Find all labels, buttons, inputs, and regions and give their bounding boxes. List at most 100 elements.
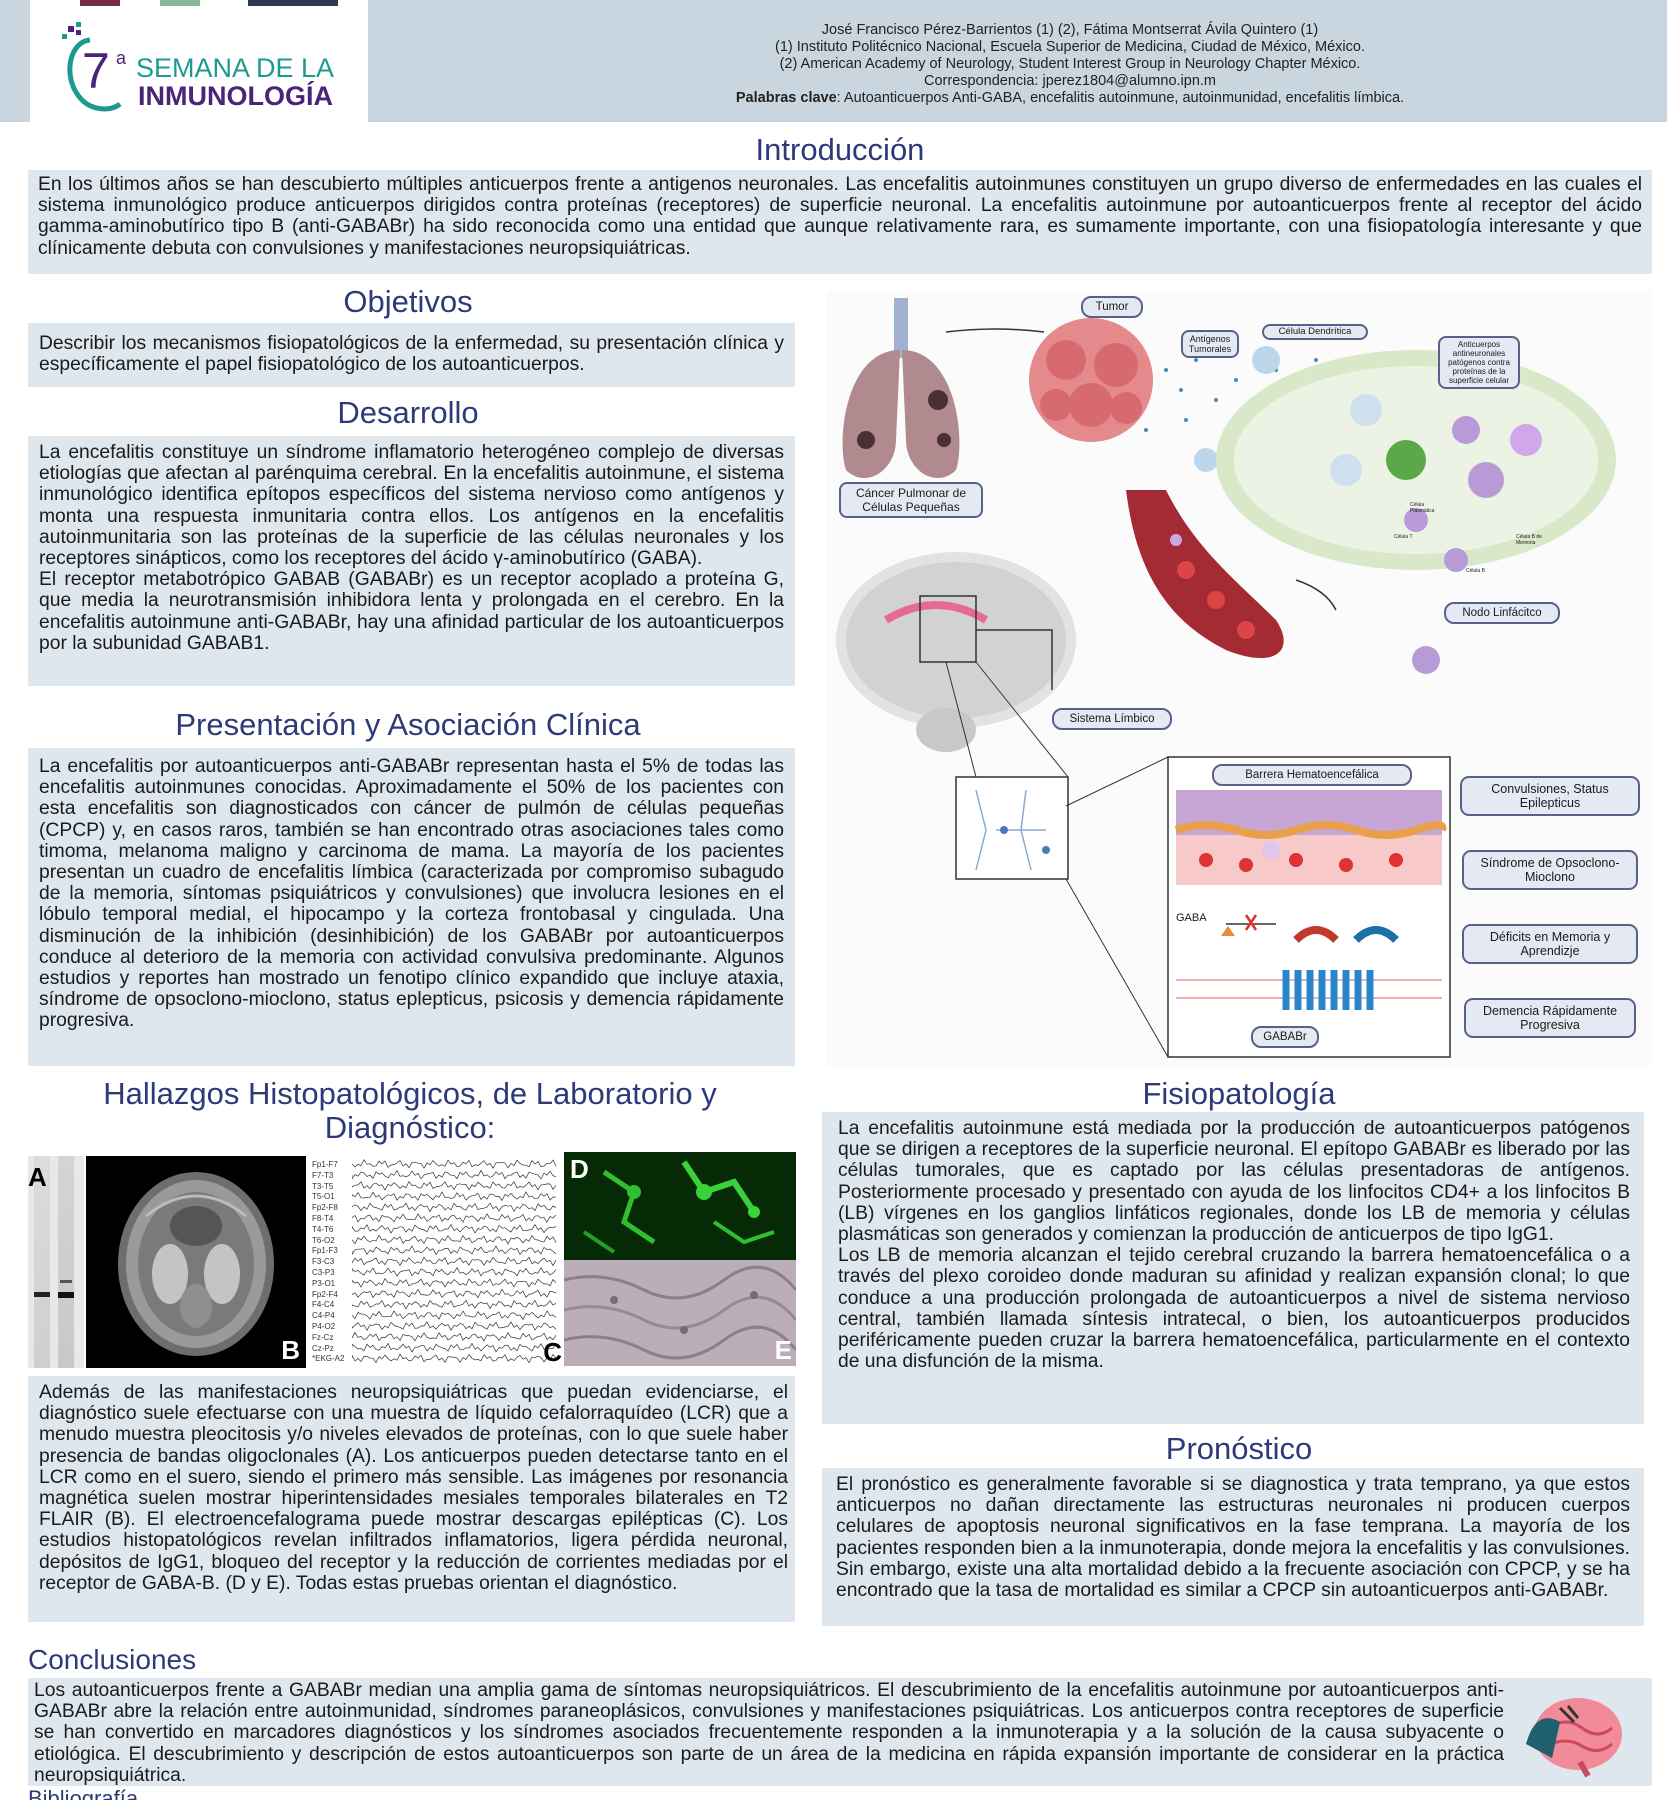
conclusiones-title: Conclusiones [28, 1644, 197, 1675]
eeg-lead-label: F3-C3 [312, 1257, 335, 1267]
logo-superscript: a [116, 48, 127, 68]
logo-strip-2 [160, 0, 200, 6]
introduccion-title: Introducción [755, 132, 925, 167]
fisiopatologia-text-1: La encefalitis autoinmune está mediada p… [838, 1118, 1630, 1246]
introduccion-text: En los últimos años se han descubierto m… [38, 174, 1642, 259]
desarrollo-text-1: La encefalitis constituye un síndrome in… [39, 442, 784, 570]
objetivos-title: Objetivos [343, 284, 473, 319]
keywords: : Autoanticuerpos Anti-GABA, encefalitis… [836, 90, 1405, 106]
figure-b-mri: B [86, 1156, 306, 1368]
eeg-trace [352, 1202, 557, 1213]
eeg-trace [352, 1331, 557, 1342]
logo-number: 7 [82, 43, 110, 99]
pathophysiology-illustration [836, 298, 1616, 1058]
conclusiones-panel: Los autoanticuerpos frente a GABABr medi… [28, 1678, 1652, 1786]
label-celula-b: Célula B [1466, 568, 1485, 574]
hallazgos-text: Además de las manifestaciones neuropsiqu… [39, 1382, 788, 1594]
desarrollo-text-2: El receptor metabotrópico GABAB (GABABr)… [39, 569, 784, 654]
symptom-2: Síndrome de Opsoclono-Mioclono [1462, 850, 1638, 890]
pronostico-text: El pronóstico es generalmente favorable … [836, 1474, 1630, 1602]
logo-area: 7 a SEMANA DE LA INMUNOLOGÍA [30, 0, 368, 122]
eeg-lead-label: T3-T5 [312, 1181, 334, 1191]
presentacion-title: Presentación y Asociación Clínica [175, 707, 641, 742]
desarrollo-panel: La encefalitis constituye un síndrome in… [28, 436, 795, 686]
logo-strip-3 [248, 0, 338, 6]
presentacion-text: La encefalitis por autoanticuerpos anti-… [39, 756, 784, 1032]
gel-lane-1 [34, 1156, 50, 1368]
eeg-lead-label: Fz-Cz [312, 1332, 334, 1342]
figure-a-gel: A [28, 1156, 84, 1368]
eeg-traces [352, 1158, 557, 1364]
desarrollo-title: Desarrollo [337, 395, 479, 430]
label-celula-plasmatica: Célula Plasmática [1410, 502, 1435, 514]
eeg-trace [352, 1342, 557, 1353]
eeg-trace [352, 1234, 557, 1245]
symptom-3: Déficits en Memoria y Aprendizje [1462, 924, 1638, 964]
gel-band-1 [34, 1292, 50, 1297]
keywords-line: Palabras clave: Autoanticuerpos Anti-GAB… [600, 90, 1540, 107]
objetivos-panel: Describir los mecanismos fisiopatológico… [28, 323, 795, 387]
eeg-lead-label: P3-O1 [312, 1278, 336, 1288]
eeg-trace [352, 1353, 557, 1364]
eeg-trace [352, 1158, 557, 1169]
pathophysiology-figure: Tumor Antígenos Tumorales Célula Dendrít… [826, 290, 1652, 1066]
eeg-lead-label: F4-C4 [312, 1300, 335, 1310]
authors: José Francisco Pérez-Barrientos (1) (2),… [821, 22, 1319, 38]
eeg-trace [352, 1256, 557, 1267]
introduccion-panel: En los últimos años se han descubierto m… [28, 170, 1652, 274]
eeg-trace [352, 1266, 557, 1277]
gel-lane-2 [58, 1156, 74, 1368]
eeg-trace [352, 1277, 557, 1288]
brain-antibody-icon [1526, 1698, 1622, 1778]
eeg-trace [352, 1180, 557, 1191]
eeg-trace [352, 1213, 557, 1224]
presentacion-panel: La encefalitis por autoanticuerpos anti-… [28, 748, 795, 1066]
gel-band-2 [58, 1292, 74, 1298]
objetivos-text: Describir los mecanismos fisiopatológico… [39, 333, 784, 376]
eeg-trace [352, 1310, 557, 1321]
gel-band-3 [60, 1280, 72, 1283]
eeg-lead-label: F7-T3 [312, 1170, 334, 1180]
hallazgos-panel: Además de las manifestaciones neuropsiqu… [28, 1376, 795, 1622]
eeg-trace [352, 1169, 557, 1180]
bibliografia-title: Bibliografía [28, 1788, 138, 1800]
eeg-trace [352, 1299, 557, 1310]
eeg-lead-label: Fp2-F8 [312, 1203, 338, 1213]
figure-label-e: E [774, 1335, 792, 1365]
label-celula-t: Célula T [1394, 534, 1413, 540]
eeg-lead-label: Cz-Pz [312, 1343, 334, 1353]
eeg-lead-label: *EKG-A2 [312, 1354, 345, 1364]
figure-label-c: C [543, 1337, 562, 1367]
eeg-trace [352, 1288, 557, 1299]
eeg-lead-label: C3-P3 [312, 1267, 335, 1277]
eeg-lead-label: F8-T4 [312, 1213, 334, 1223]
eeg-lead-label: T6-O2 [312, 1235, 335, 1245]
correspondence: Correspondencia: jperez1804@alumno.ipn.m [924, 73, 1216, 89]
figure-label-d: D [570, 1154, 589, 1184]
label-nodo: Nodo Linfácitco [1444, 602, 1560, 624]
label-tumor: Tumor [1081, 296, 1143, 318]
eeg-trace [352, 1191, 557, 1202]
pronostico-title: Pronóstico [1165, 1431, 1313, 1466]
pronostico-panel: El pronóstico es generalmente favorable … [822, 1468, 1644, 1626]
label-anticuerpos: Anticuerpos antineuronales patógenos con… [1438, 336, 1520, 389]
author-block: José Francisco Pérez-Barrientos (1) (2),… [600, 22, 1540, 107]
label-celula-dendritica: Célula Dendrítica [1262, 324, 1368, 340]
label-cancer: Cáncer Pulmonar de Células Pequeñas [839, 482, 983, 518]
symptom-1: Convulsiones, Status Epilepticus [1460, 776, 1640, 816]
fisiopatologia-panel: La encefalitis autoinmune está mediada p… [822, 1112, 1644, 1424]
fisiopatologia-text-2: Los LB de memoria alcanzan el tejido cer… [838, 1245, 1630, 1373]
mri-brain-icon [118, 1172, 274, 1356]
eeg-lead-label: Fp2-F4 [312, 1289, 338, 1299]
eeg-trace [352, 1321, 557, 1332]
logo-line1: SEMANA DE LA [136, 53, 335, 83]
logo-strip-1 [80, 0, 120, 6]
eeg-lead-label: T5-O1 [312, 1192, 335, 1202]
eeg-lead-label: Fp1-F7 [312, 1160, 338, 1169]
label-sistema-limbico: Sistema Límbico [1052, 708, 1172, 730]
eeg-trace [352, 1245, 557, 1256]
label-barrera: Barrera Hematoencefálica [1212, 764, 1412, 786]
